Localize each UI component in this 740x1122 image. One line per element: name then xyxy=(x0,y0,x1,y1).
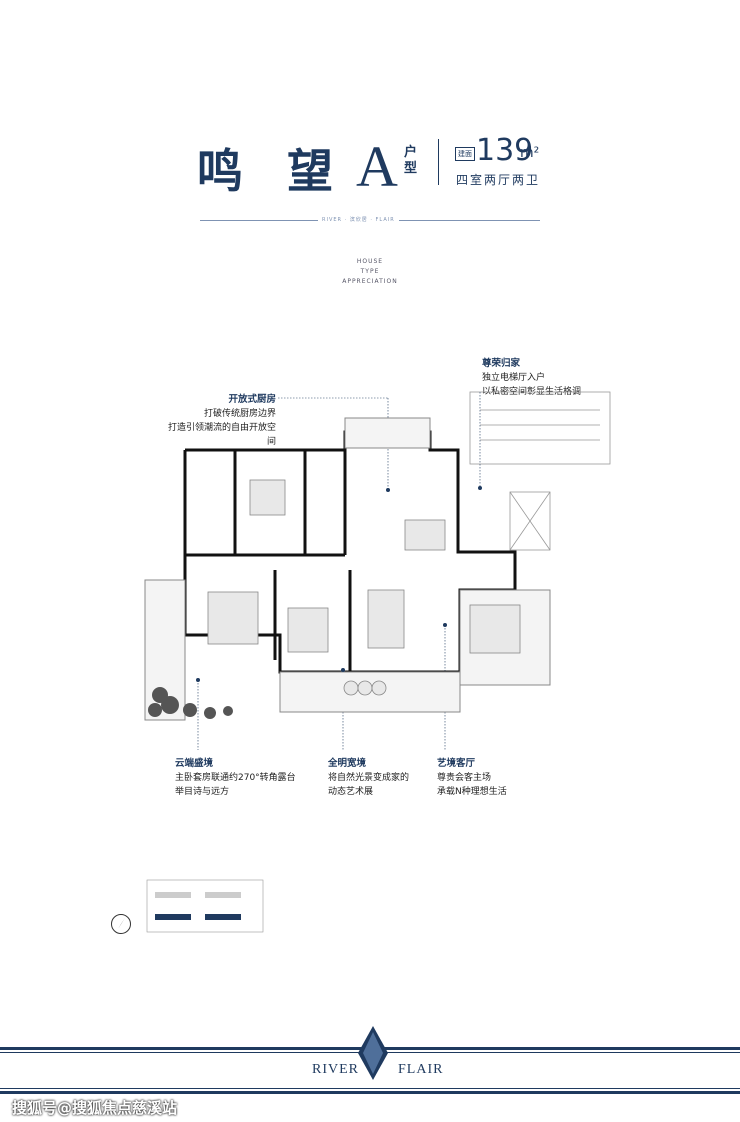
appr-line-1: HOUSE xyxy=(356,258,384,265)
callout-window-line2: 动态艺术展 xyxy=(328,787,374,797)
brand-left-text: RIVER xyxy=(312,1062,359,1077)
area-unit: m² xyxy=(520,145,540,161)
callout-entry-line1: 独立电梯厅入户 xyxy=(482,373,546,383)
stair-core xyxy=(469,391,611,551)
area-value: 139 xyxy=(476,133,534,168)
brand-right-text: FLAIR xyxy=(398,1062,444,1077)
title-block: 鸣 望 A 户型 建面 139 m² 四室两厅两卫 xyxy=(0,133,740,199)
watermark: 搜狐号@搜狐焦点慈溪站 xyxy=(12,1099,178,1117)
layout-text: 四室两厅两卫 xyxy=(456,173,541,187)
footer-rule-bottom xyxy=(0,1091,740,1094)
callout-cloud-title: 云端盛境 xyxy=(175,758,214,769)
callout-window-line1: 将自然光景变成家的 xyxy=(328,773,410,783)
callout-markers xyxy=(196,486,482,682)
callout-kitchen-line1: 打破传统厨房边界 xyxy=(203,409,276,419)
footer-rule-thin-bottom xyxy=(0,1088,740,1089)
brand-logo-icon xyxy=(358,1026,388,1080)
north-compass-icon xyxy=(111,914,131,934)
callout-cloud-line2: 举目诗与远方 xyxy=(175,787,230,797)
callout-living-title: 艺境客厅 xyxy=(437,758,476,769)
unit-letter: A xyxy=(356,134,398,199)
terrace-plants xyxy=(148,687,233,719)
callout-cloud: 云端盛境 主卧套房联通约270°转角露台 举目诗与远方 xyxy=(175,757,296,799)
divider-label: RIVER · 滨欣居 · FLAIR xyxy=(318,216,399,223)
appr-line-3: APPRECIATION xyxy=(342,278,398,285)
appr-line-2: TYPE xyxy=(360,268,380,275)
floor-plan xyxy=(144,391,611,750)
callout-cloud-line1: 主卧套房联通约270°转角露台 xyxy=(175,773,296,783)
house-type-appreciation: HOUSE TYPE APPRECIATION xyxy=(0,257,740,287)
balconies xyxy=(144,417,551,721)
area-tag: 建面 xyxy=(455,147,475,161)
callout-living-line1: 尊贵会客主场 xyxy=(437,773,492,783)
callout-kitchen-line2: 打造引领潮流的自由开放空间 xyxy=(167,423,276,447)
unit-name: 鸣 望 xyxy=(197,144,348,198)
callout-entry-title: 尊荣归家 xyxy=(482,358,521,369)
callout-window-title: 全明宽境 xyxy=(328,758,367,769)
callout-kitchen-title: 开放式厨房 xyxy=(228,394,276,405)
callout-living-line2: 承载N种理想生活 xyxy=(437,787,507,797)
callout-kitchen: 开放式厨房 打破传统厨房边界 打造引领潮流的自由开放空间 xyxy=(160,393,276,449)
callout-window: 全明宽境 将自然光景变成家的 动态艺术展 xyxy=(328,757,409,799)
site-key-plan xyxy=(146,879,264,933)
title-separator xyxy=(438,139,439,185)
furniture xyxy=(207,479,521,696)
unit-type-label: 户型 xyxy=(404,145,418,176)
callout-living: 艺境客厅 尊贵会客主场 承载N种理想生活 xyxy=(437,757,507,799)
